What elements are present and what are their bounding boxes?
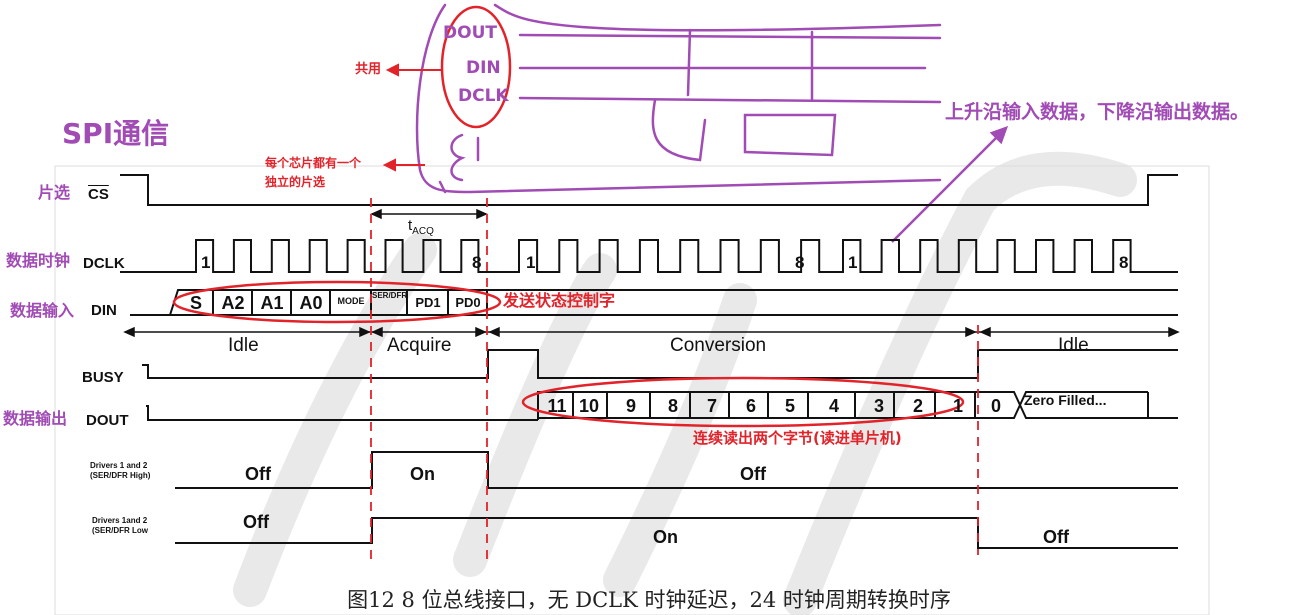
dout-cell-7: 7 <box>706 396 717 416</box>
dout-cn-label: 数据输出 <box>3 409 68 428</box>
dout-label: DOUT <box>86 412 129 429</box>
din-cell-ser-dfr: SER/DFR <box>372 291 408 300</box>
edge-note: 上升沿输入数据，下降沿输出数据。 <box>945 101 1250 123</box>
edge-note-arrow <box>891 125 1009 243</box>
each-chip-note-line1: 每个芯片都有一个 <box>265 156 362 170</box>
phase-line <box>123 326 1180 338</box>
dclk-label: DCLK <box>83 255 125 272</box>
din-cell-pd0: PD0 <box>455 295 481 310</box>
phase-acquire: Acquire <box>387 335 452 356</box>
drivers-low-label-2: (SER/DFR Low <box>92 526 148 535</box>
din-label: DIN <box>91 302 117 319</box>
dclk-clock-line <box>120 239 1178 273</box>
read-bytes-note: 连续读出两个字节(读进单片机) <box>693 429 902 447</box>
dclk-waveform <box>120 239 1178 273</box>
top-label-din: DIN <box>466 58 501 78</box>
dout-waveform-left <box>146 405 538 421</box>
hand-drawn-sketch <box>415 3 942 194</box>
clock-mark-8c: 8 <box>1119 253 1129 272</box>
cs-label: CS <box>88 186 109 203</box>
dout-cell-8: 8 <box>667 396 678 416</box>
phase-idle-1: Idle <box>228 335 259 356</box>
phase-idle-2: Idle <box>1058 335 1089 356</box>
figure-frame <box>54 165 1210 615</box>
dout-cell-11: 11 <box>547 396 567 416</box>
drivers-high-label-2: (SER/DFR High) <box>90 471 151 480</box>
phase-conversion: Conversion <box>670 335 767 356</box>
each-chip-note-line2: 独立的片选 <box>265 175 326 189</box>
clock-mark-1: 1 <box>201 253 211 272</box>
dout-cell-5: 5 <box>784 396 795 416</box>
drivers-high-off-2: Off <box>740 464 766 484</box>
control-word-note: 发送状态控制字 <box>503 291 616 310</box>
drivers-low-on: On <box>653 527 678 547</box>
dout-cell-3: 3 <box>873 396 884 416</box>
dout-cells <box>537 391 1148 420</box>
dout-zero-filled-top <box>1019 391 1148 406</box>
clock-mark-8b: 8 <box>795 253 805 272</box>
watermark <box>233 151 1137 615</box>
drivers-low-off-2: Off <box>1043 527 1069 547</box>
top-label-dclk: DCLK <box>458 86 509 106</box>
din-cell-s: S <box>189 293 202 313</box>
figure-caption: 图12 8 位总线接口，无 DCLK 时钟延迟，24 时钟周期转换时序 <box>347 588 951 612</box>
tacq-dimension <box>370 208 488 220</box>
top-label-dout: DOUT <box>443 23 497 43</box>
read-bytes-ellipse <box>521 376 965 428</box>
cs-waveform <box>120 174 1178 206</box>
dout-cell-9: 9 <box>625 396 636 416</box>
drivers-high-on: On <box>410 464 435 484</box>
clock-mark-1c: 1 <box>848 253 858 272</box>
dout-waveform-right <box>1147 392 1178 419</box>
drivers-high-waveform <box>175 451 1178 489</box>
shared-pins-ellipse <box>440 5 512 129</box>
control-word-ellipse <box>172 280 502 324</box>
drivers-low-label-1: Drivers 1and 2 <box>92 516 148 525</box>
dout-zero-filled-bottom <box>1019 404 1148 419</box>
din-cell-pd1: PD1 <box>415 295 441 310</box>
page-title: SPI通信 <box>62 117 170 150</box>
busy-waveform <box>142 349 1178 379</box>
dashed-markers <box>370 198 979 565</box>
shared-note: 共用 <box>355 62 382 77</box>
clock-mark-1b: 1 <box>526 253 536 272</box>
zero-filled-label: Zero Filled... <box>1024 392 1107 408</box>
dout-cell-2: 2 <box>912 396 923 416</box>
dout-cell-10: 10 <box>578 396 600 416</box>
din-cn-label: 数据输入 <box>10 301 75 320</box>
din-cell-a0: A0 <box>299 293 323 313</box>
dout-cell-4: 4 <box>828 396 839 416</box>
din-cell-mode: MODE <box>337 296 365 306</box>
busy-label: BUSY <box>82 369 124 386</box>
dclk-cn-label: 数据时钟 <box>6 251 71 270</box>
din-cell-a2: A2 <box>221 293 245 313</box>
dout-cell-1: 1 <box>952 396 963 416</box>
drivers-low-waveform <box>175 517 1178 549</box>
cs-cn-label: 片选 <box>38 183 71 202</box>
drivers-high-label-1: Drivers 1 and 2 <box>90 461 148 470</box>
tacq-label: tACQ <box>408 217 434 237</box>
tacq-subscript: ACQ <box>412 226 434 237</box>
dout-cell-6: 6 <box>745 396 756 416</box>
drivers-low-off-1: Off <box>243 512 269 532</box>
clock-mark-8: 8 <box>472 253 482 272</box>
dout-cell-0: 0 <box>990 396 1001 416</box>
annotation-arrows <box>382 63 442 172</box>
din-cell-a1: A1 <box>260 293 284 313</box>
drivers-high-off-1: Off <box>245 464 271 484</box>
